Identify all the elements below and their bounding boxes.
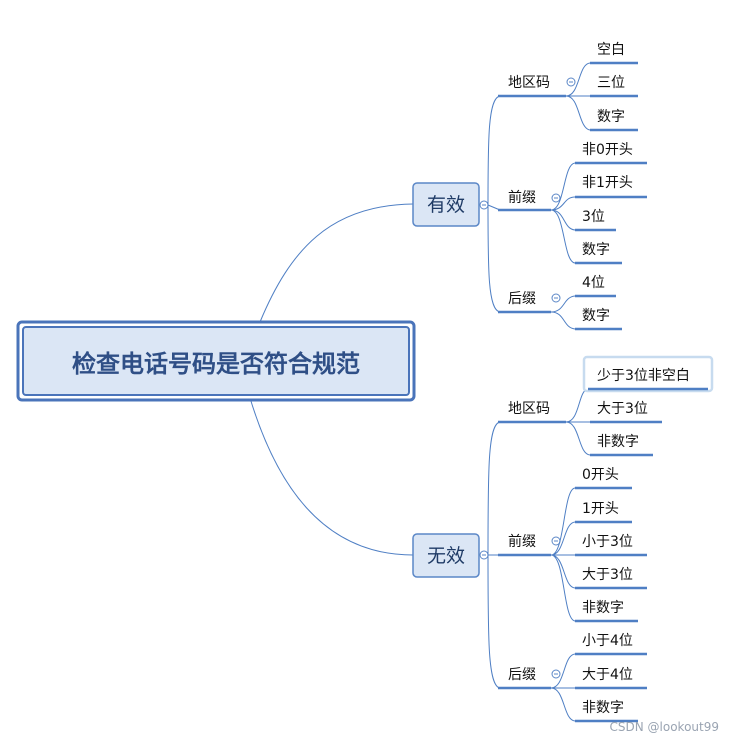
branch-node-invalid[interactable]: 无效 — [412, 533, 480, 578]
connector-leaves-invalid-suffix — [550, 653, 576, 722]
collapse-toggle-valid-areacode[interactable] — [566, 77, 576, 87]
collapse-toggle-invalid-suffix[interactable] — [551, 669, 561, 679]
collapse-toggle-valid[interactable] — [479, 200, 489, 210]
connector-valid-suffix — [487, 204, 501, 313]
branch-node-valid[interactable]: 有效 — [412, 182, 480, 227]
collapse-toggle-valid-suffix[interactable] — [551, 293, 561, 303]
leaf-invalid-suffix-3[interactable]: 非数字 — [582, 700, 624, 716]
connector-leaves-valid-prefix — [550, 162, 576, 264]
connector-leaves-invalid-areacode — [565, 388, 591, 456]
connector-root-valid — [259, 203, 414, 323]
leaf-invalid-suffix-1[interactable]: 小于4位 — [582, 633, 633, 649]
leaf-valid-areacode-1[interactable]: 空白 — [597, 42, 625, 58]
leaf-invalid-prefix-2[interactable]: 1开头 — [582, 501, 619, 517]
leaf-invalid-areacode-2[interactable]: 大于3位 — [597, 401, 648, 417]
leaf-invalid-prefix-1[interactable]: 0开头 — [582, 467, 619, 483]
leaf-valid-prefix-3[interactable]: 3位 — [582, 209, 605, 225]
leaf-invalid-areacode-3[interactable]: 非数字 — [597, 434, 639, 450]
subnode-valid-suffix-label[interactable]: 后缀 — [508, 291, 536, 307]
root-title: 检查电话号码是否符合规范 — [72, 350, 360, 378]
leaf-invalid-suffix-2[interactable]: 大于4位 — [582, 667, 633, 683]
connector-root-invalid — [249, 397, 414, 556]
collapse-toggle-invalid[interactable] — [479, 550, 489, 560]
leaf-invalid-prefix-4[interactable]: 大于3位 — [582, 567, 633, 583]
subnode-valid-prefix-label[interactable]: 前缀 — [508, 189, 536, 206]
connector-leaves-valid-suffix — [550, 295, 576, 330]
subnode-invalid-prefix-label[interactable]: 前缀 — [508, 533, 536, 550]
subnode-valid-areacode-label[interactable]: 地区码 — [508, 75, 550, 91]
connector-leaves-valid-areacode — [565, 62, 591, 131]
leaf-valid-suffix-1[interactable]: 4位 — [582, 275, 605, 291]
collapse-toggle-valid-prefix[interactable] — [551, 193, 561, 203]
subnode-invalid-areacode-label[interactable]: 地区码 — [508, 401, 550, 417]
connector-valid-areacode — [487, 95, 501, 206]
leaf-invalid-prefix-3[interactable]: 小于3位 — [582, 534, 633, 550]
connector-invalid-suffix — [487, 554, 501, 689]
leaf-valid-areacode-2[interactable]: 三位 — [597, 75, 625, 91]
connector-invalid-areacode — [487, 421, 501, 556]
leaf-valid-suffix-2[interactable]: 数字 — [582, 308, 610, 324]
leaf-valid-prefix-2[interactable]: 非1开头 — [582, 175, 633, 191]
subnode-invalid-suffix-label[interactable]: 后缀 — [508, 667, 536, 683]
root-node[interactable]: 检查电话号码是否符合规范 — [16, 320, 416, 402]
leaf-invalid-areacode-1-selected[interactable]: 少于3位非空白 — [582, 355, 714, 393]
connector-leaves-invalid-prefix — [550, 487, 576, 622]
branch-label-valid: 有效 — [427, 194, 465, 216]
leaf-valid-areacode-3[interactable]: 数字 — [597, 109, 625, 125]
leaf-valid-prefix-4[interactable]: 数字 — [582, 242, 610, 258]
leaf-invalid-prefix-5[interactable]: 非数字 — [582, 600, 624, 616]
leaf-valid-prefix-1[interactable]: 非0开头 — [582, 142, 633, 158]
branch-label-invalid: 无效 — [427, 545, 465, 567]
watermark: CSDN @lookout99 — [610, 720, 720, 734]
leaf-invalid-areacode-1[interactable]: 少于3位非空白 — [597, 368, 690, 384]
